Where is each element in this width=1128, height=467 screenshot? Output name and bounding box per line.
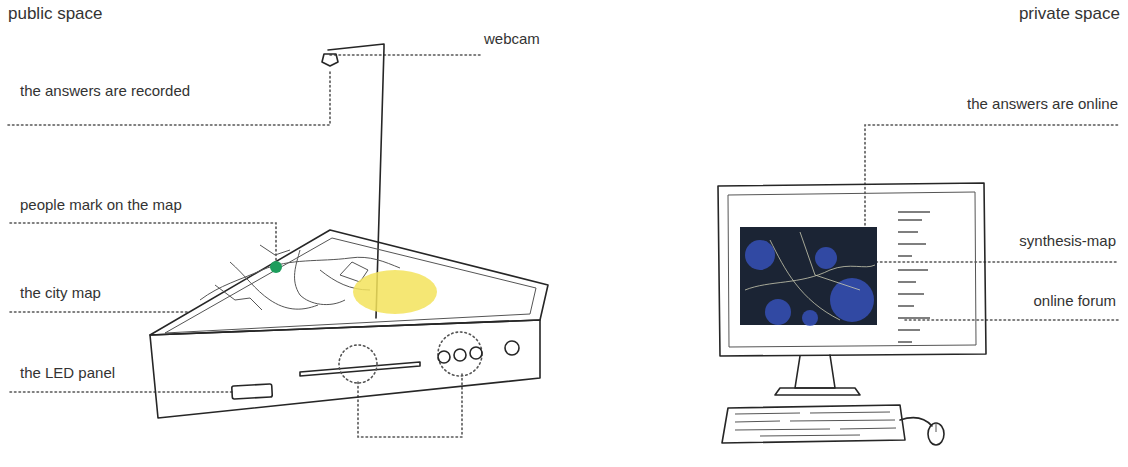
- keyboard: [722, 405, 905, 443]
- button: [438, 351, 450, 363]
- monitor-bezel: [728, 192, 976, 347]
- monitor-stand: [795, 355, 835, 388]
- leader-line: [905, 319, 1118, 321]
- button: [470, 347, 482, 359]
- synthesis-circles: [745, 232, 875, 326]
- callout-label: synthesis-map: [1019, 232, 1116, 250]
- leader-line: [858, 261, 1118, 263]
- leader-line: [10, 311, 190, 313]
- keys: [735, 412, 896, 436]
- mouse: [928, 423, 944, 445]
- callout-label: online forum: [1033, 292, 1116, 310]
- screen-map: [740, 227, 877, 325]
- leader-line: [10, 391, 232, 393]
- table-front: [150, 320, 540, 418]
- mouse-button: [936, 423, 937, 432]
- forum-text-lines: [898, 212, 930, 342]
- button: [505, 341, 519, 355]
- callout-label: the LED panel: [20, 364, 115, 382]
- callout-label: the city map: [20, 284, 101, 302]
- section-heading: private space: [1019, 4, 1120, 24]
- section-heading: public space: [8, 4, 103, 24]
- leader-line: [865, 125, 1118, 225]
- callout-label: the answers are recorded: [20, 82, 190, 100]
- monitor-frame: [718, 183, 986, 356]
- callout-label: webcam: [484, 30, 540, 48]
- leader-line: [8, 70, 330, 125]
- monitor-base: [775, 388, 860, 395]
- card-slot: [300, 362, 420, 376]
- highlight-circle: [339, 345, 377, 383]
- leader-line: [330, 54, 480, 56]
- button: [454, 349, 466, 361]
- leader-line: [10, 223, 276, 262]
- marked-area: [353, 270, 437, 314]
- highlight-circle: [438, 332, 482, 376]
- mouse-cable: [900, 418, 932, 426]
- map-mark: [270, 261, 282, 273]
- leader-line: [358, 374, 462, 437]
- callout-label: people mark on the map: [20, 196, 182, 214]
- led-panel: [232, 384, 273, 399]
- webcam-symbol: [322, 54, 338, 66]
- table-top: [150, 230, 548, 335]
- callout-label: the answers are online: [967, 95, 1118, 113]
- table-rim: [165, 238, 536, 333]
